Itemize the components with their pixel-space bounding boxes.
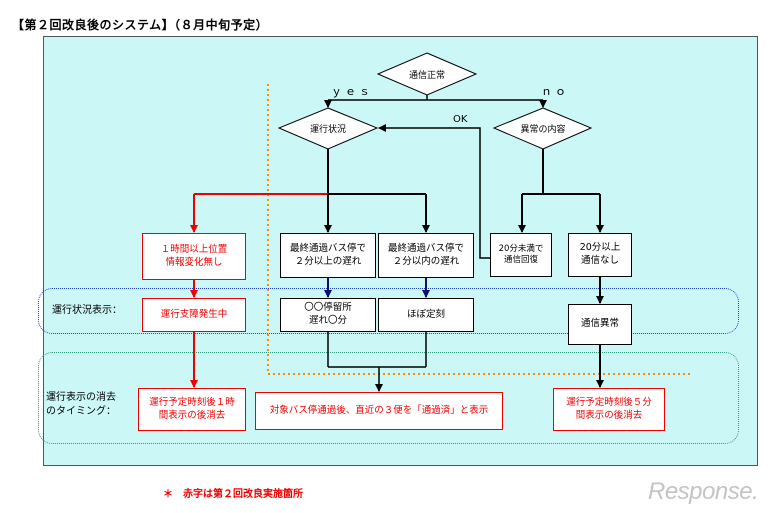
box-erase-1h-line1: 運行予定時刻後１時 bbox=[149, 396, 235, 408]
label-status-display: 運行状況表示： bbox=[52, 305, 122, 316]
box-late-under-2min: 最終通過バス停で ２分以内の遅れ bbox=[378, 233, 474, 278]
box-erase-after-1h: 運行予定時刻後１時 間表示の後消去 bbox=[138, 388, 246, 431]
box-erase-5m-line1: 運行予定時刻後５分 bbox=[566, 396, 652, 408]
box-no-comm-line1: 20分以上 bbox=[579, 242, 621, 254]
box-comm-error: 通信異常 bbox=[568, 304, 632, 345]
page-title: 【第２回改良後のシステム】（８月中旬予定） bbox=[12, 18, 269, 32]
footnote: ＊ 赤字は第２回改良実施箇所 bbox=[163, 489, 303, 500]
box-no-position-change: １時間以上位置 情報変化無し bbox=[142, 233, 246, 280]
box-stop-late-line2: 遅れ〇分 bbox=[308, 315, 347, 326]
label-erase-timing: 運行表示の消去 のタイミング： bbox=[46, 391, 116, 419]
label-yes: ｙｅｓ bbox=[331, 85, 373, 98]
label-comm-normal: 通信正常 bbox=[408, 70, 445, 81]
box-late-under-line1: 最終通過バス停で bbox=[387, 242, 464, 254]
label-erase-timing-line1: 運行表示の消去 bbox=[46, 392, 116, 403]
box-erase-after-5m: 運行予定時刻後５分 間表示の後消去 bbox=[553, 388, 665, 431]
box-late-over-2min: 最終通過バス停で ２分以上の遅れ bbox=[280, 233, 376, 278]
label-anomaly-content: 異常の内容 bbox=[520, 124, 566, 135]
box-disruption: 運行支障発生中 bbox=[142, 298, 246, 332]
box-erase-1h-line2: 間表示の後消去 bbox=[158, 409, 226, 421]
label-ok: OK bbox=[453, 114, 468, 125]
box-late-over-line1: 最終通過バス停で bbox=[289, 242, 366, 254]
box-no-position-change-line2: 情報変化無し bbox=[165, 256, 223, 268]
box-recovered-line2: 通信回復 bbox=[503, 255, 538, 265]
box-no-comm-line2: 通信なし bbox=[580, 255, 619, 266]
box-no-position-change-line1: １時間以上位置 bbox=[160, 243, 228, 255]
box-erase-5m-line2: 間表示の後消去 bbox=[575, 409, 643, 421]
label-no: ｎｏ bbox=[541, 85, 569, 98]
status-display-zone bbox=[38, 288, 739, 334]
box-stop-late: 〇〇停留所 遅れ〇分 bbox=[280, 298, 376, 332]
box-no-comm-over-20min: 20分以上 通信なし bbox=[568, 233, 632, 277]
box-recovered-under-20min: 20分未満で 通信回復 bbox=[490, 233, 552, 277]
label-erase-timing-line2: のタイミング： bbox=[46, 406, 116, 417]
watermark-logo: Response. bbox=[648, 478, 759, 505]
timing-zone bbox=[38, 352, 739, 444]
box-recovered-line1: 20分未満で bbox=[498, 243, 544, 254]
improvement-boundary bbox=[267, 84, 692, 375]
label-operation-status: 運行状況 bbox=[309, 124, 346, 135]
box-stop-late-line1: 〇〇停留所 bbox=[304, 302, 352, 314]
box-passed-display: 対象バス停通過後、直近の３便を「通過済」と表示 bbox=[255, 392, 503, 430]
box-on-time: ほぼ定刻 bbox=[378, 298, 474, 332]
box-late-under-line2: ２分以内の遅れ bbox=[392, 255, 460, 267]
box-late-over-line2: ２分以上の遅れ bbox=[294, 255, 362, 267]
